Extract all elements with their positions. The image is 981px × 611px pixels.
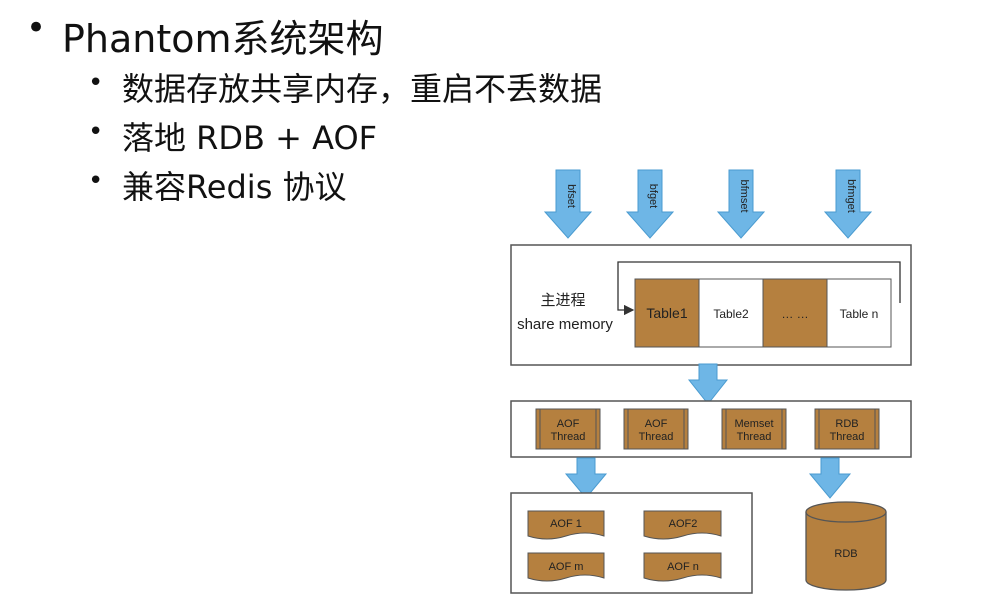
bullet-dot: • bbox=[88, 117, 104, 147]
bullet-dot: • bbox=[88, 68, 104, 98]
thread-label-line1: AOF bbox=[557, 418, 580, 430]
table-label: … … bbox=[781, 307, 808, 321]
aof-file: AOF 1 bbox=[527, 510, 605, 540]
aof-file-label: AOF m bbox=[549, 561, 584, 573]
aof-file-label: AOF2 bbox=[669, 518, 698, 530]
command-label: bfmget bbox=[845, 179, 857, 213]
bullet-text: 落地 RDB + AOF bbox=[122, 119, 378, 157]
thread-block-memset: Memset Thread bbox=[721, 408, 787, 450]
bullet-dot: • bbox=[26, 8, 47, 48]
table-label: Table1 bbox=[646, 305, 687, 321]
main-process-label: 主进程 bbox=[540, 292, 585, 309]
command-label: bfset bbox=[565, 184, 577, 208]
command-arrow-icon bbox=[543, 169, 593, 239]
down-arrow-icon bbox=[687, 363, 729, 405]
thread-label-line1: RDB bbox=[835, 418, 858, 430]
slide-title: Phantom系统架构 bbox=[62, 17, 384, 61]
command-label: bfmset bbox=[738, 179, 750, 212]
shared-memory-tables: Table1 Table2 … … Table n bbox=[634, 278, 892, 348]
command-arrows: bfset bfget bfmset bfmget bbox=[543, 169, 873, 239]
aof-file: AOF n bbox=[643, 552, 722, 582]
thread-label-line2: Thread bbox=[639, 431, 674, 443]
aof-file-label: AOF 1 bbox=[550, 518, 582, 530]
aof-file: AOF2 bbox=[643, 510, 722, 540]
thread-label-line1: AOF bbox=[645, 418, 668, 430]
thread-block-aof-1: AOF Thread bbox=[535, 408, 601, 450]
thread-label-line2: Thread bbox=[737, 431, 772, 443]
bullet-text: 数据存放共享内存，重启不丢数据 bbox=[122, 70, 603, 108]
aof-file-label: AOF n bbox=[667, 561, 699, 573]
rdb-label: RDB bbox=[834, 548, 857, 560]
table-label: Table n bbox=[840, 307, 879, 321]
thread-label-line2: Thread bbox=[551, 431, 586, 443]
table-cell-2 bbox=[698, 278, 764, 348]
command-arrow-icon bbox=[823, 169, 873, 239]
bullet-dot: • bbox=[88, 166, 104, 196]
down-arrow-icon bbox=[564, 457, 608, 499]
table-label: Table2 bbox=[713, 307, 749, 321]
thread-label-line1: Memset bbox=[734, 418, 773, 430]
thread-label-line2: Thread bbox=[830, 431, 865, 443]
share-memory-label: share memory bbox=[517, 316, 613, 333]
table-cell-1 bbox=[634, 278, 700, 348]
down-arrow-icon bbox=[808, 457, 852, 499]
aof-files: AOF 1 AOF2 AOF m AOF n bbox=[527, 510, 722, 582]
rdb-database-icon: RDB bbox=[805, 501, 887, 591]
command-label: bfget bbox=[647, 184, 659, 208]
command-arrow-icon bbox=[716, 169, 766, 239]
thread-block-rdb: RDB Thread bbox=[814, 408, 880, 450]
aof-file: AOF m bbox=[527, 552, 605, 582]
loop-arrow bbox=[617, 261, 901, 316]
bullet-text: 兼容Redis 协议 bbox=[122, 168, 347, 206]
table-cell-4 bbox=[826, 278, 892, 348]
thread-block-aof-2: AOF Thread bbox=[623, 408, 689, 450]
thread-blocks: AOF Thread AOF Thread Memset Thread RDB … bbox=[535, 408, 880, 450]
command-arrow-icon bbox=[625, 169, 675, 239]
